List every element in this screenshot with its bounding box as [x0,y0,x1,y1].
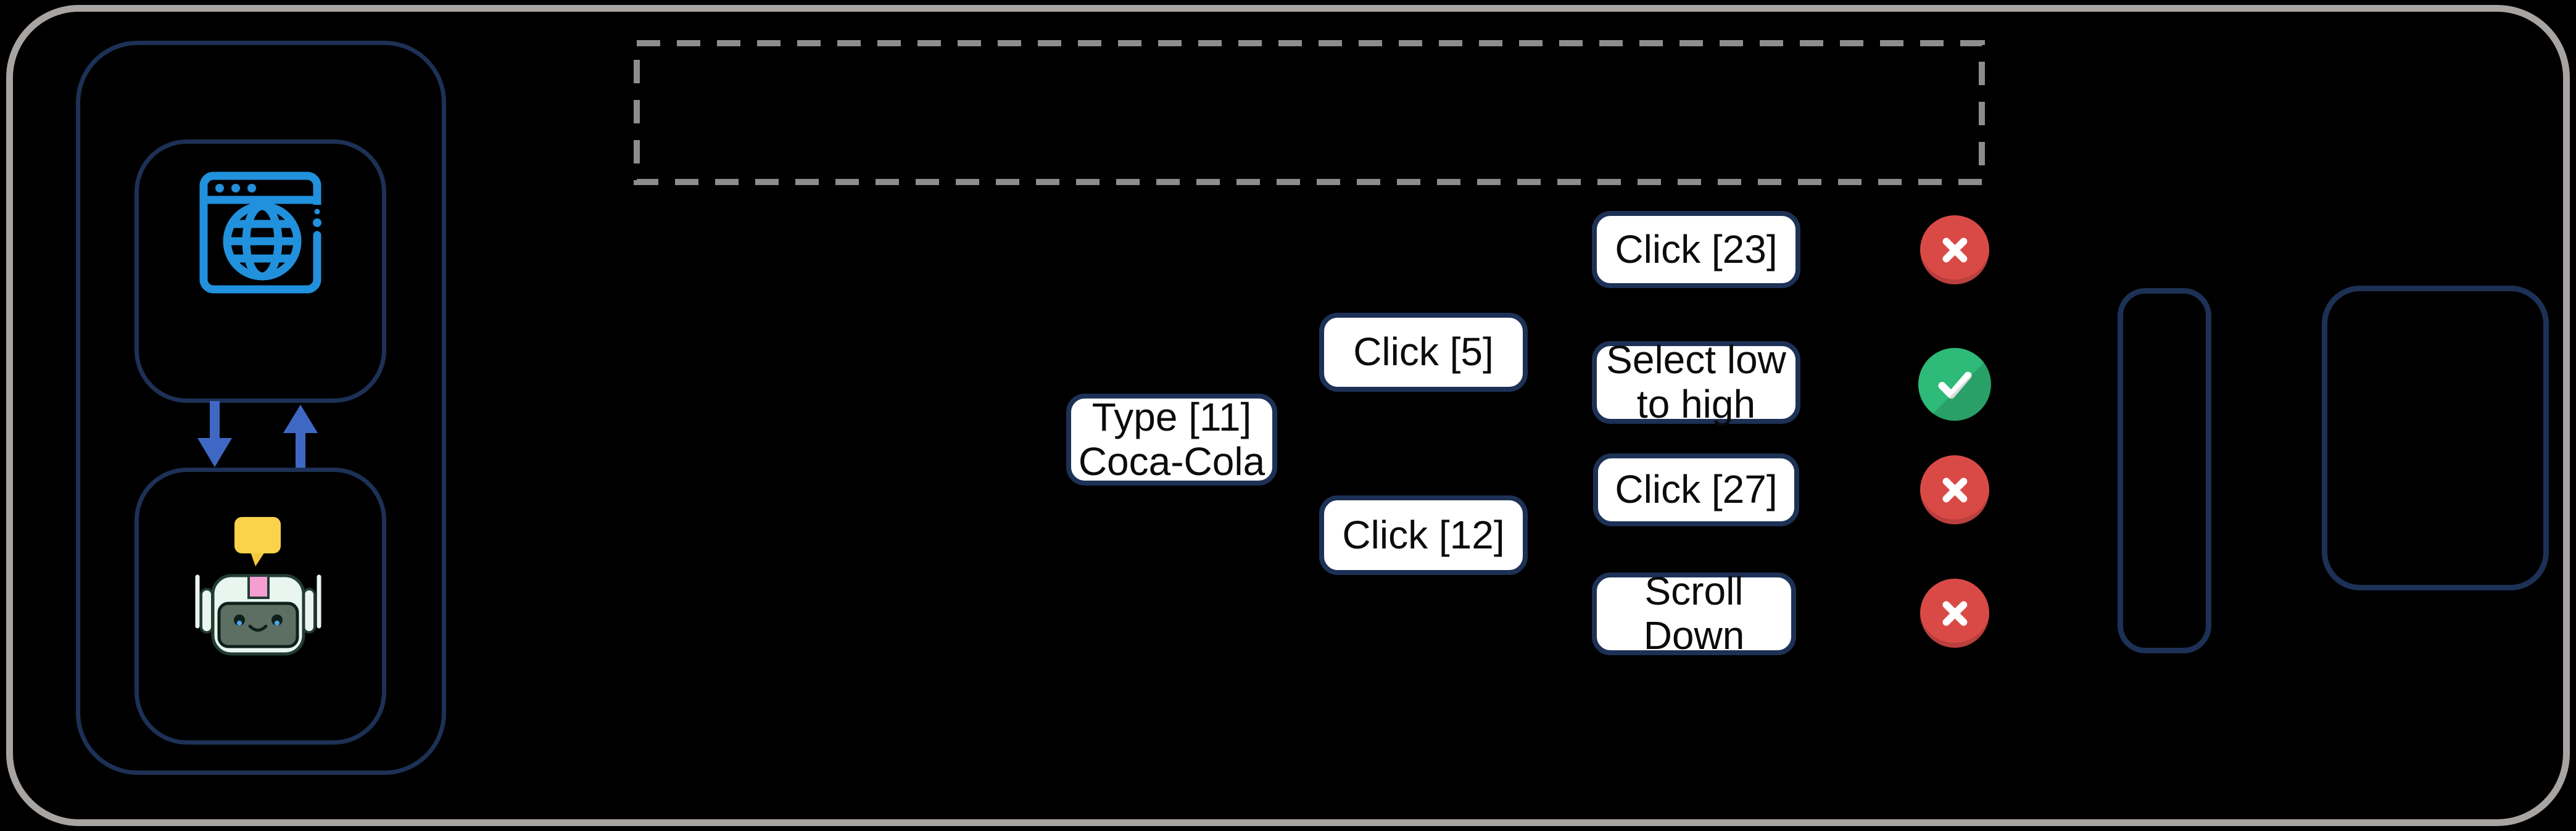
up-arrow-icon [283,405,318,470]
task-placeholder-box [634,40,1985,185]
action-node-click-27: Click [27] [1593,453,1799,526]
action-node-select-low-to-high: Select low to high [1592,337,1800,426]
down-arrow-icon [197,401,232,467]
action-node-click-12: Click [12] [1319,495,1528,575]
error-icon [1920,579,1989,648]
action-label-line: to high [1636,382,1756,426]
action-node-scroll-down: Scroll Down [1592,569,1796,658]
right-panel-wide [2322,286,2549,590]
browser-node [135,139,386,403]
action-node-click-23: Click [23] [1592,211,1800,288]
agent-node [135,468,386,745]
action-label-line: Coca-Cola [1078,439,1265,484]
action-label-line: Type [11] [1091,394,1252,439]
globe-browser-icon [199,172,322,294]
speech-bubble-icon [234,517,281,566]
right-panel-narrow [2118,288,2211,653]
outer-frame [6,5,2570,826]
action-label-line: Select low [1606,337,1786,382]
browser-agent-arrows [197,401,318,470]
success-icon [1918,348,1991,421]
action-label-line: Click [27] [1615,467,1778,512]
agent-panel [76,41,446,775]
action-label-line: Click [5] [1353,329,1494,374]
error-icon [1920,215,1989,284]
action-label-line: Click [12] [1342,512,1505,557]
action-label-line: Click [23] [1615,226,1778,271]
action-node-click-5: Click [5] [1319,313,1528,392]
action-node-type-11: Type [11] Coca-Cola [1066,394,1277,486]
error-icon [1920,455,1989,524]
robot-icon [195,517,321,656]
action-label-line: Down [1643,613,1745,658]
action-label-line: Scroll [1644,569,1744,614]
